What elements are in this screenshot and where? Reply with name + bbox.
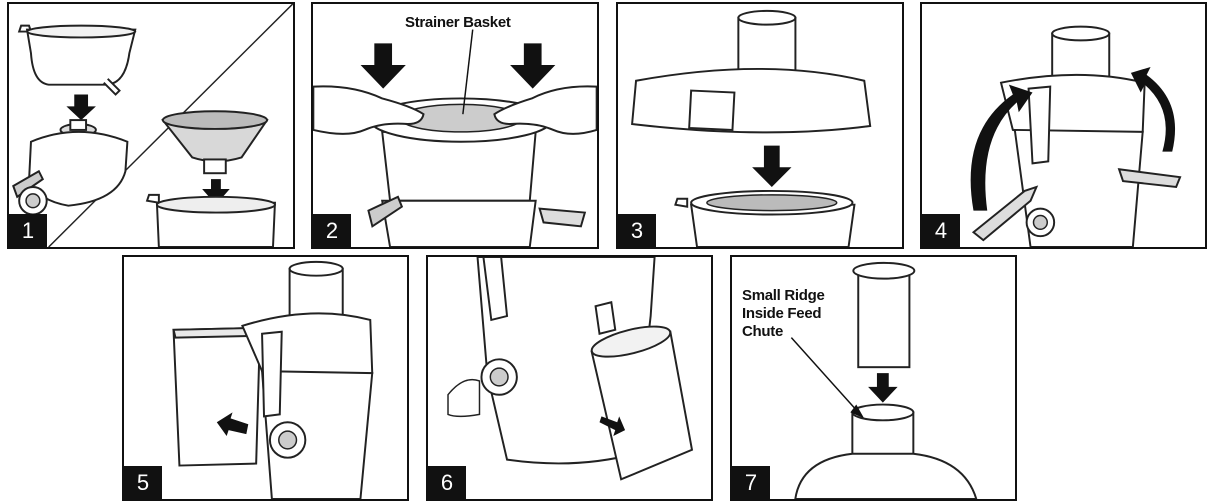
small-ridge-label-line-3: Chute — [742, 323, 783, 340]
small-ridge-label: Small Ridge Inside Feed Chute — [742, 287, 825, 341]
step-6-illustration — [447, 257, 694, 481]
step-2-panel: Strainer Basket 2 — [311, 2, 599, 249]
step-number-badge: 6 — [428, 466, 466, 499]
step-number-badge: 2 — [313, 214, 351, 247]
step-number-badge: 4 — [922, 214, 960, 247]
step-7-panel: Small Ridge Inside Feed Chute 7 — [730, 255, 1017, 501]
step-number-badge: 3 — [618, 214, 656, 247]
small-ridge-label-line-2: Inside Feed — [742, 305, 822, 322]
step-7-illustration — [790, 261, 978, 499]
step-1-illustration — [12, 4, 293, 247]
step-number-badge: 7 — [732, 466, 770, 499]
step-4-illustration — [970, 25, 1182, 247]
step-number-badge: 1 — [9, 214, 47, 247]
step-number-badge: 5 — [124, 466, 162, 499]
small-ridge-label-line-1: Small Ridge — [742, 287, 825, 304]
strainer-basket-label: Strainer Basket — [405, 14, 511, 31]
step-1-panel: 1 — [7, 2, 295, 249]
step-6-panel: 6 — [426, 255, 713, 501]
step-3-illustration — [631, 9, 872, 247]
step-5-illustration — [172, 260, 374, 499]
step-3-panel: 3 — [616, 2, 904, 249]
step-2-illustration — [313, 29, 597, 247]
step-5-panel: 5 — [122, 255, 409, 501]
step-4-panel: 4 — [920, 2, 1207, 249]
